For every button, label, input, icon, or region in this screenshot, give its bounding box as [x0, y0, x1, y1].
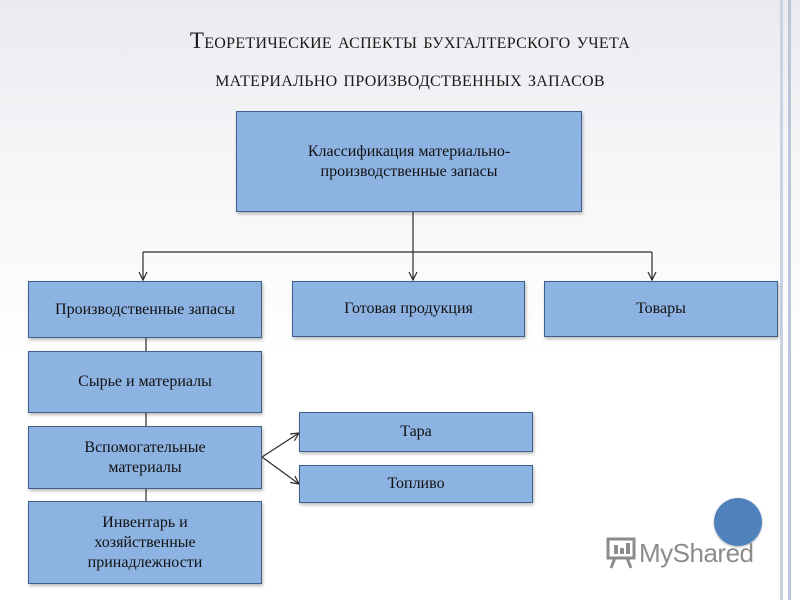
node-label: Готовая продукция: [344, 300, 473, 317]
arrow-to-containers: [261, 433, 299, 458]
slide-title: Теоретические аспекты бухгалтерского уче…: [60, 22, 760, 98]
node-finished-goods: Готовая продукция: [292, 281, 525, 337]
node-goods: Товары: [544, 281, 778, 337]
node-label: Топливо: [387, 475, 445, 492]
node-label: Товары: [636, 300, 686, 317]
node-label: Инвентарь и хозяйственные принадлежности: [87, 513, 203, 571]
watermark-text: MyShared: [639, 537, 754, 568]
node-raw-materials: Сырье и материалы: [28, 351, 262, 413]
node-auxiliary-materials: Вспомогательные материалы: [28, 426, 262, 489]
node-label: Производственные запасы: [55, 300, 235, 318]
slide-title-line-1: Теоретические аспекты бухгалтерского уче…: [189, 28, 631, 53]
slide-edge-band: [780, 0, 783, 600]
node-inventory: Инвентарь и хозяйственные принадлежности: [28, 501, 262, 584]
accent-circle: [714, 498, 762, 546]
watermark: MyShared: [605, 533, 754, 573]
node-label: Вспомогательные материалы: [84, 438, 206, 476]
node-label: Классификация материально-производственн…: [307, 142, 511, 180]
node-root-classification: Классификация материально-производственн…: [236, 111, 582, 212]
presentation-board-icon: [606, 537, 636, 569]
slide-title-line-2: материально производственных запасов: [215, 66, 605, 91]
node-label: Тара: [400, 423, 432, 440]
node-containers: Тара: [299, 412, 533, 452]
node-label: Сырье и материалы: [78, 373, 212, 390]
node-production-stocks: Производственные запасы: [28, 281, 262, 338]
slide-edge-band: [788, 0, 791, 600]
arrow-to-fuel: [261, 456, 299, 484]
node-fuel: Топливо: [299, 465, 533, 503]
